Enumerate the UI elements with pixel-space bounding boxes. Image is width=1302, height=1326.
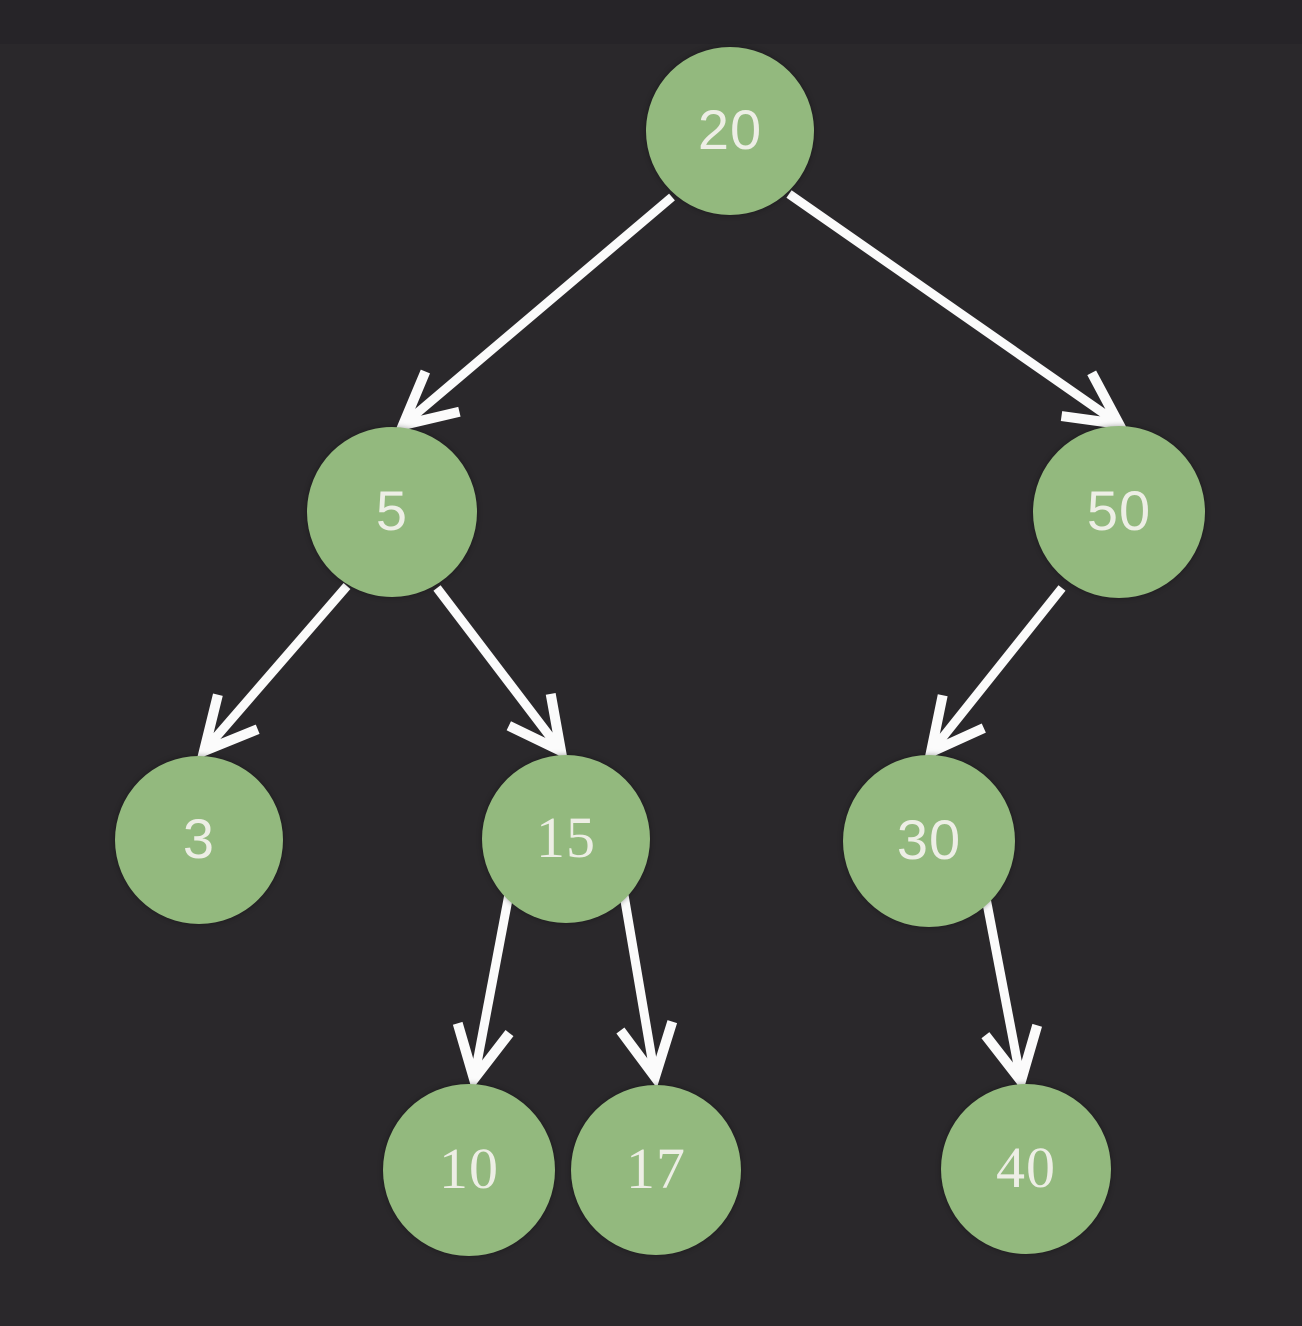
edge-15-10 xyxy=(452,893,514,1090)
tree-node-label: 3 xyxy=(182,806,216,870)
arrowhead-icon xyxy=(924,694,986,761)
arrowhead-icon xyxy=(981,1023,1043,1092)
edge-shaft xyxy=(200,583,351,754)
arrowhead-icon xyxy=(452,1021,514,1090)
tree-node-label: 10 xyxy=(439,1135,499,1201)
tree-node-15: 15 xyxy=(482,755,650,923)
edge-shaft xyxy=(469,893,514,1080)
edge-shaft xyxy=(619,894,660,1078)
edge-5-15 xyxy=(433,585,568,760)
tree-node-label: 40 xyxy=(996,1134,1056,1200)
arrowhead-icon xyxy=(394,369,461,433)
tree-node-17: 17 xyxy=(571,1085,741,1255)
tree-node-label: 15 xyxy=(536,804,596,870)
arrowhead-icon xyxy=(196,693,260,760)
tree-node-label: 5 xyxy=(375,478,409,542)
edge-50-30 xyxy=(924,585,1066,761)
arrowhead-icon xyxy=(506,693,568,760)
edge-shaft xyxy=(981,897,1026,1082)
edge-20-50 xyxy=(786,190,1129,431)
edge-15-17 xyxy=(616,894,678,1088)
tree-node-label: 20 xyxy=(697,97,763,161)
tree-node-40: 40 xyxy=(941,1084,1111,1254)
tree-node-10: 10 xyxy=(383,1084,555,1256)
tree-node-5: 5 xyxy=(307,427,477,597)
tree-node-label: 30 xyxy=(896,807,962,871)
edge-20-5 xyxy=(394,193,675,433)
arrowhead-icon xyxy=(616,1020,678,1088)
tree-node-30: 30 xyxy=(843,755,1015,927)
edge-shaft xyxy=(927,585,1066,755)
tree-node-3: 3 xyxy=(115,756,283,924)
tree-node-label: 17 xyxy=(626,1135,686,1201)
arrowhead-icon xyxy=(1060,370,1129,431)
edge-shaft xyxy=(433,585,565,754)
tree-node-20: 20 xyxy=(646,47,814,215)
edge-5-3 xyxy=(196,583,351,760)
tree-node-50: 50 xyxy=(1033,426,1205,598)
background-top-band xyxy=(0,0,1302,44)
tree-node-label: 50 xyxy=(1086,478,1152,542)
edge-shaft xyxy=(786,190,1122,428)
edge-30-40 xyxy=(981,897,1043,1092)
edge-shaft xyxy=(400,193,675,429)
